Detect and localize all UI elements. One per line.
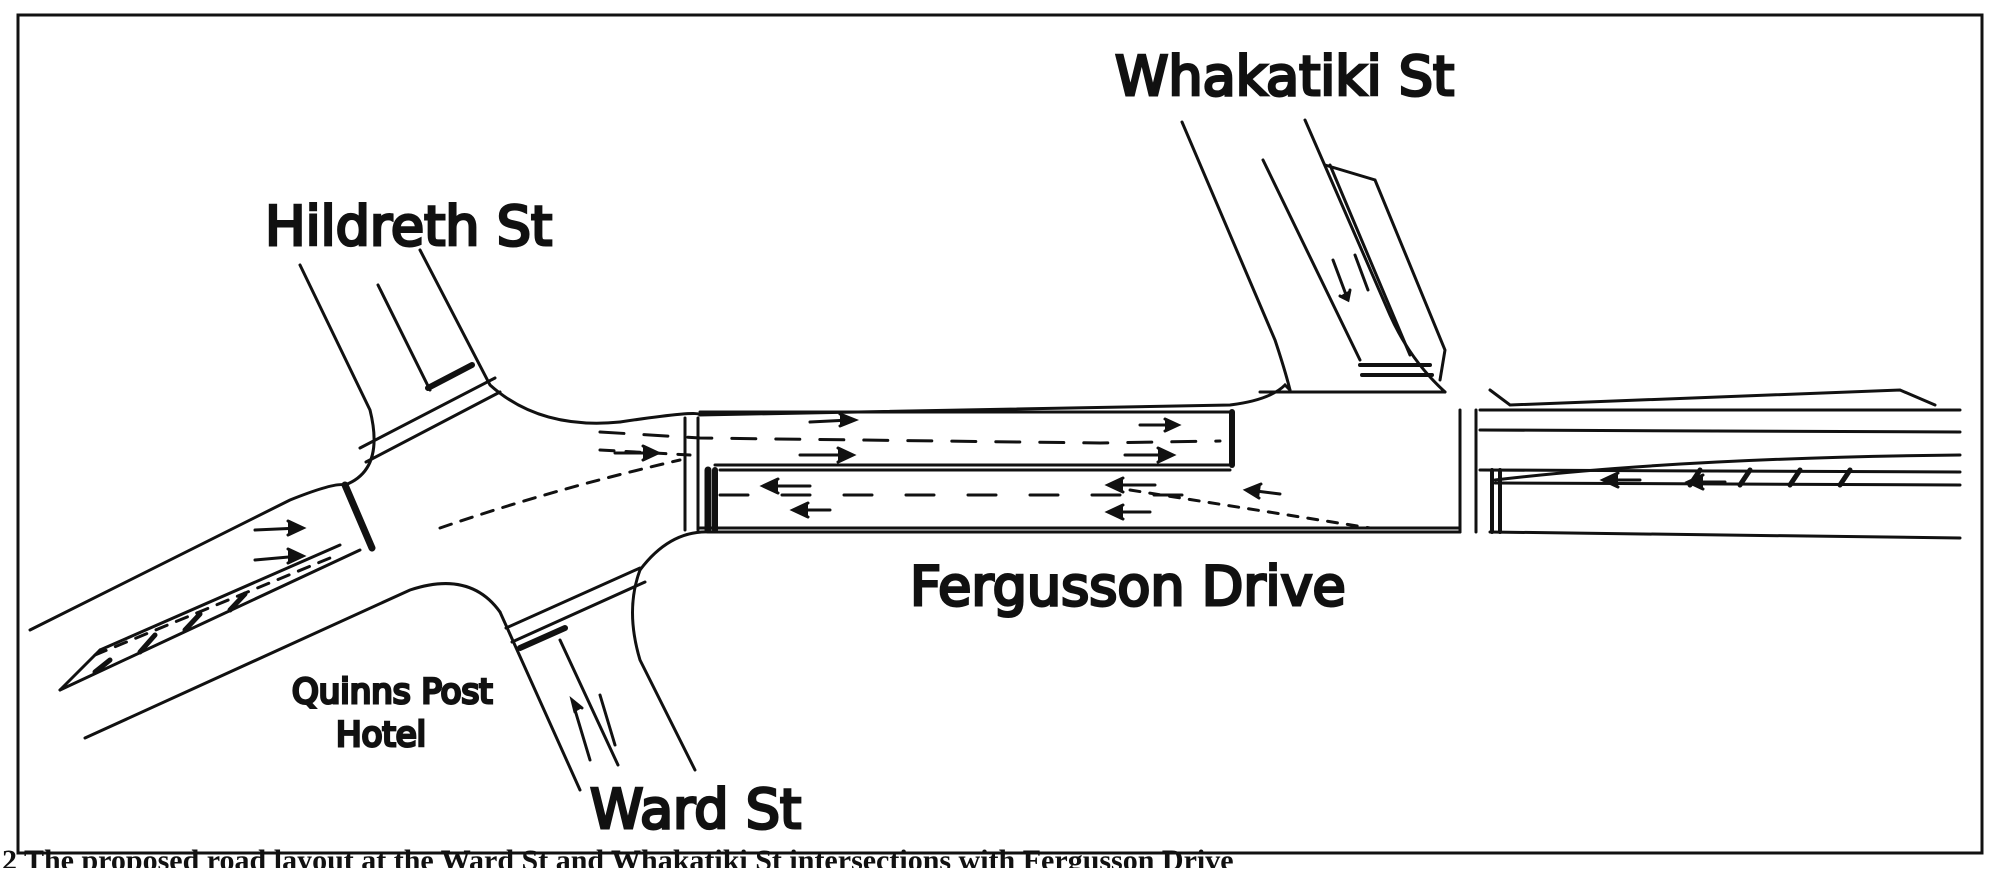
lane-arrows xyxy=(253,253,1727,762)
arrow-updown-icon xyxy=(569,693,617,762)
map-border xyxy=(16,13,1984,855)
whakatiki-road-edges xyxy=(1180,118,1447,394)
landmark-label-line1: Quinns Post xyxy=(292,672,493,712)
arrow-east-icon xyxy=(253,519,307,537)
street-label-whakatiki: Whakatiki St xyxy=(1115,45,1454,108)
arrow-updown-icon xyxy=(1331,253,1370,303)
arrow-west-icon xyxy=(1599,471,1642,489)
arrow-west-icon xyxy=(1104,503,1152,521)
fergusson-road-edges xyxy=(438,382,1962,540)
landmark-label-line2: Hotel xyxy=(336,715,426,755)
arrow-east-icon xyxy=(808,412,860,428)
street-label-ward: Ward St xyxy=(590,778,801,841)
arrow-east-icon xyxy=(1138,417,1182,433)
west-road-edges xyxy=(28,481,502,740)
arrow-west-icon xyxy=(789,501,832,519)
street-label-hildreth: Hildreth St xyxy=(265,195,552,258)
arrow-west-icon xyxy=(1684,473,1727,491)
ward-road-edges xyxy=(498,530,712,792)
street-label-fergusson: Fergusson Drive xyxy=(910,555,1346,618)
arrow-east-icon xyxy=(613,444,662,462)
hildreth-road-edges xyxy=(298,248,622,487)
arrow-west-icon xyxy=(1242,482,1282,500)
arrow-west-icon xyxy=(759,477,812,495)
arrow-west-icon xyxy=(1104,476,1157,494)
arrow-east-icon xyxy=(798,446,857,464)
arrow-east-icon xyxy=(253,547,307,565)
figure-caption: 2 The proposed road layout at the Ward S… xyxy=(2,846,1234,868)
arrow-east-icon xyxy=(1123,446,1177,464)
